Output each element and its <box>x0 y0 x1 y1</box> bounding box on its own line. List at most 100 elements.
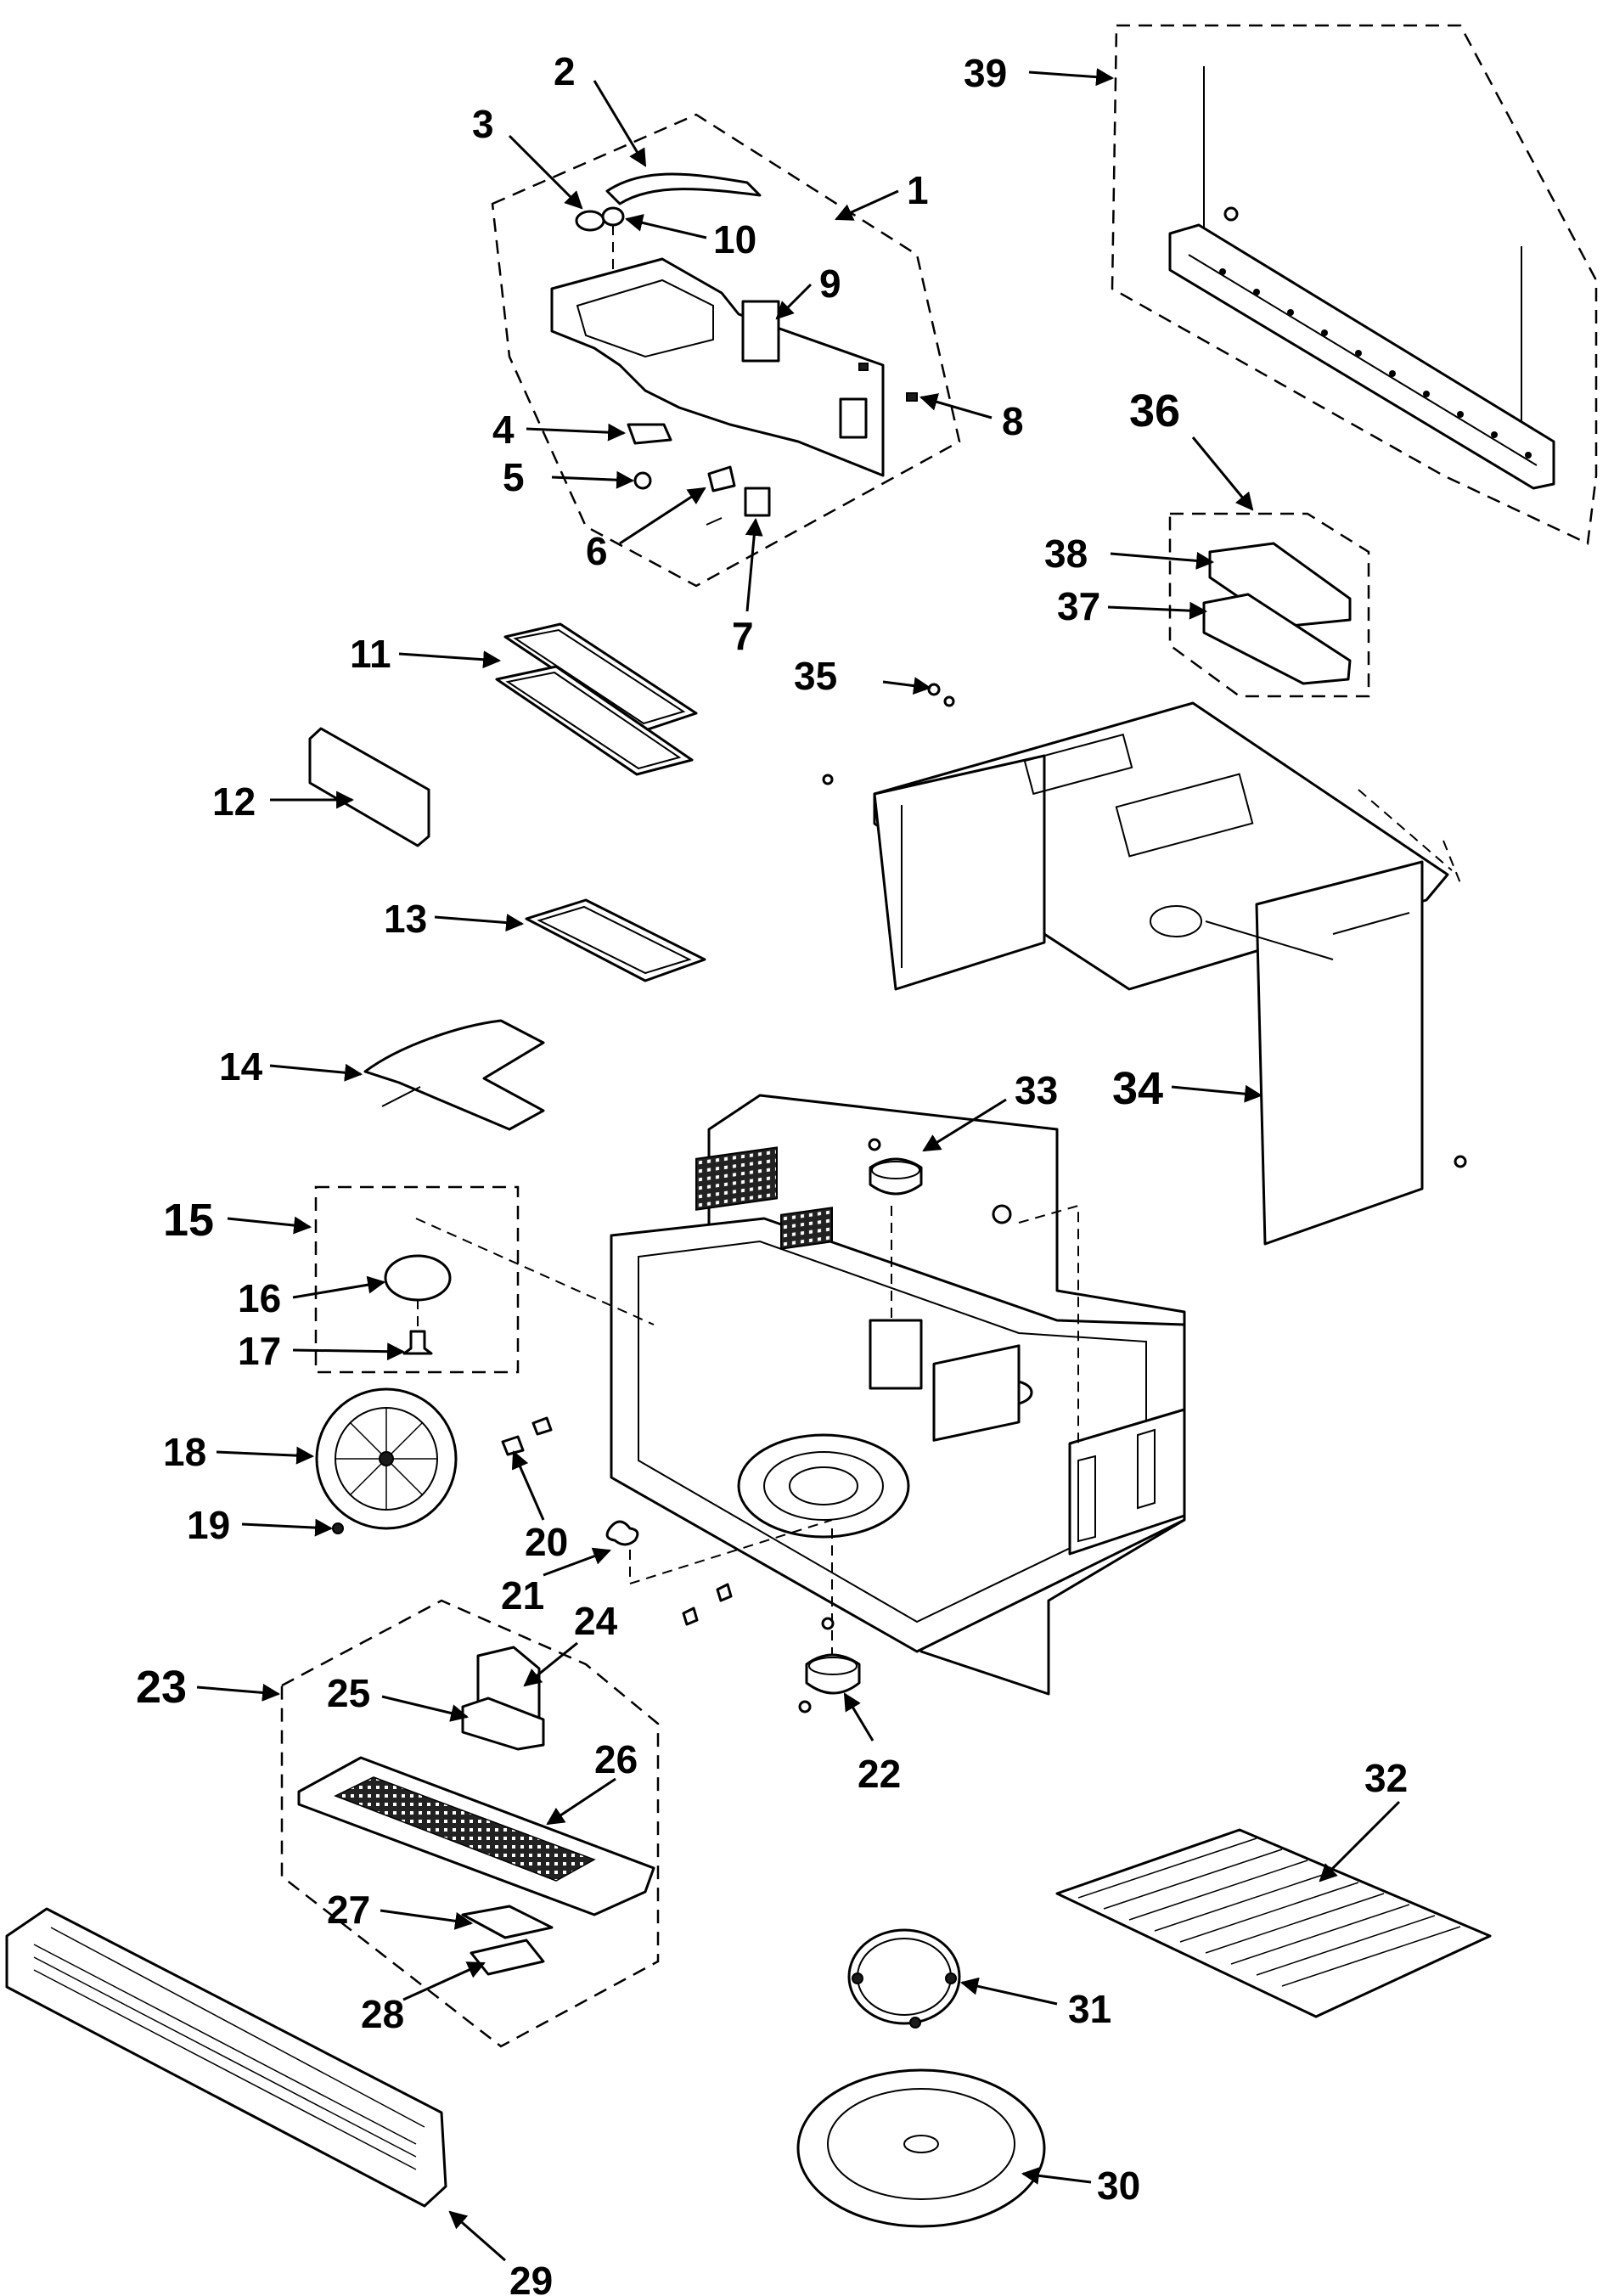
case-opening <box>1023 733 1133 796</box>
callout-7: 7 <box>732 614 754 658</box>
callout-13: 13 <box>384 897 427 941</box>
cavity-clip <box>682 1607 699 1626</box>
plate-screw <box>1223 206 1239 222</box>
roller <box>852 1972 863 1984</box>
callout-25: 25 <box>327 1671 370 1715</box>
callout-28: 28 <box>361 1992 404 2036</box>
part-6-micro-switch <box>707 465 736 492</box>
arrow-22 <box>843 1692 874 1742</box>
callout-35: 35 <box>794 654 837 698</box>
arrow-6 <box>619 487 706 545</box>
arrow-15 <box>227 1216 312 1235</box>
case-screw-right <box>1454 1155 1467 1168</box>
arrow-27 <box>380 1909 474 1930</box>
cavity-turntable-base <box>737 1433 910 1539</box>
duct-screw <box>381 1086 421 1107</box>
callout-3: 3 <box>472 102 494 146</box>
callout-27: 27 <box>327 1888 370 1932</box>
cavity-guide-coupler <box>629 1519 833 1584</box>
arrow-9 <box>775 283 813 320</box>
case-slot <box>1205 920 1334 960</box>
callout-21: 21 <box>501 1573 544 1618</box>
arrow-30 <box>1021 2166 1092 2185</box>
callout-33: 33 <box>1015 1068 1058 1112</box>
arrow-13 <box>434 914 525 932</box>
cavity-guide-left <box>415 1218 655 1325</box>
arrow-26 <box>546 1777 616 1826</box>
part-4-sensor <box>627 423 672 445</box>
clip-detail <box>531 1416 553 1436</box>
callout-11: 11 <box>350 632 391 676</box>
arrow-8 <box>919 393 993 419</box>
assembly-39-boundary <box>1111 24 1598 545</box>
cavity-guide-right <box>1018 1204 1079 1443</box>
cavity-side-slot <box>1137 1428 1156 1510</box>
turntable-parts <box>796 1928 1046 2228</box>
part-20-clip <box>501 1435 525 1456</box>
arrow-21 <box>543 1547 611 1577</box>
case-right-side <box>1255 860 1424 1246</box>
grille-slots <box>33 1927 425 2170</box>
callout-9: 9 <box>819 262 841 306</box>
arrow-16 <box>292 1275 386 1299</box>
arrow-14 <box>269 1063 363 1082</box>
part-32-wire-rack <box>1055 1828 1492 2018</box>
arrow-39 <box>1028 68 1115 87</box>
arrow-11 <box>398 650 502 669</box>
arrow-20 <box>511 1450 545 1521</box>
rack-bars <box>1077 1837 1461 1987</box>
case-hole <box>1150 905 1202 937</box>
part-31-roller-ring <box>847 1928 961 2025</box>
part-25-bracket-base <box>461 1697 545 1751</box>
callout-37: 37 <box>1057 584 1100 628</box>
part-17-stirrer-shaft <box>402 1330 433 1355</box>
part-2-wire-harness <box>605 172 762 205</box>
part-13-filter <box>525 898 706 982</box>
part-29-front-grille <box>5 1907 447 2208</box>
callout-1: 1 <box>907 168 929 212</box>
callout-22: 22 <box>858 1752 901 1796</box>
rack-frame <box>1055 1828 1492 2018</box>
callout-23: 23 <box>136 1662 187 1713</box>
case-opening <box>1115 773 1254 858</box>
arrow-7 <box>745 517 763 612</box>
fan-hub <box>379 1451 394 1466</box>
plate-edge <box>1188 254 1538 466</box>
turntable-ring <box>763 1451 884 1521</box>
part-8-clip <box>906 392 918 402</box>
arrow-32 <box>1319 1800 1401 1882</box>
motor-top <box>871 1161 920 1179</box>
callout-5: 5 <box>503 455 525 499</box>
callout-17: 17 <box>238 1329 281 1373</box>
cavity-lower-bracket <box>932 1344 1021 1442</box>
callout-20: 20 <box>525 1520 568 1564</box>
part-33-screw <box>868 1138 881 1151</box>
arrow-18 <box>216 1446 315 1465</box>
part-38-damper-plate <box>1208 542 1352 628</box>
assembly-1-boundary <box>491 113 961 588</box>
filter-inner <box>537 905 692 975</box>
assembly-15-group <box>314 1185 520 1374</box>
callout-38: 38 <box>1044 532 1088 576</box>
part-7-switch <box>744 487 771 517</box>
screw-detail-2 <box>706 517 723 526</box>
arrow-37 <box>1107 601 1208 620</box>
cavity-side-slot <box>1077 1455 1096 1543</box>
arrow-38 <box>1110 551 1215 570</box>
assembly-23-group <box>280 1599 660 2048</box>
arrow-3 <box>508 134 583 210</box>
cavity-clip <box>716 1583 733 1602</box>
arrow-28 <box>402 1961 486 2001</box>
part-9-switch <box>741 300 780 363</box>
part-33-motor <box>869 1157 923 1196</box>
part-21-coupler <box>605 1520 639 1546</box>
screw-detail <box>858 363 869 371</box>
callout-32: 32 <box>1364 1756 1408 1800</box>
part-19-screw <box>332 1522 344 1534</box>
motors-group <box>798 1138 923 1714</box>
arrow-34 <box>1171 1084 1263 1103</box>
filter-parts-group <box>308 622 706 1131</box>
part-14-exhaust-duct <box>363 1019 545 1131</box>
part-28-circuit-board <box>470 1939 545 1976</box>
